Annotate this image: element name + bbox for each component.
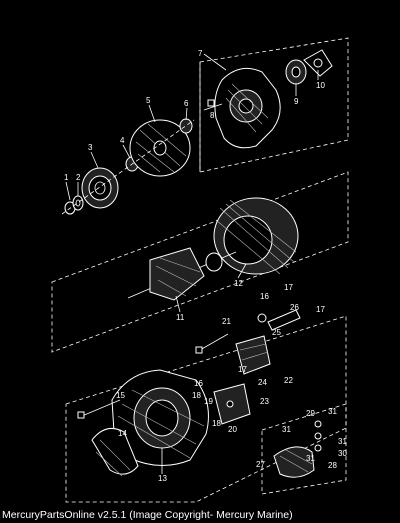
callout-8: 8 (210, 111, 215, 120)
leader-lines (65, 53, 319, 474)
callout-31c: 31 (338, 437, 347, 446)
part-14-shield[interactable] (91, 427, 139, 477)
shaft-axis-line-top (61, 119, 195, 215)
callout-25: 25 (272, 328, 281, 337)
callout-23: 23 (260, 397, 269, 406)
part-27-regulator-cover[interactable] (273, 446, 315, 478)
callout-22: 22 (284, 376, 293, 385)
part-13-rear-housing[interactable] (111, 369, 209, 466)
callout-5: 5 (146, 96, 151, 105)
callout-3: 3 (88, 143, 93, 152)
part-8-screw[interactable] (203, 99, 223, 111)
callout-31b: 31 (282, 425, 291, 434)
callout-26: 26 (290, 303, 299, 312)
parts-29-31-hardware[interactable] (261, 403, 347, 495)
callout-21: 21 (222, 317, 231, 326)
callout-20: 20 (228, 425, 237, 434)
callout-15: 15 (116, 391, 125, 400)
callout-24: 24 (258, 378, 267, 387)
part-2-washer[interactable] (72, 195, 84, 211)
callout-18b: 18 (212, 419, 221, 428)
part-6-spacer[interactable] (179, 118, 193, 134)
callout-12: 12 (234, 279, 243, 288)
callout-31a: 31 (328, 407, 337, 416)
callout-11: 11 (176, 313, 185, 322)
callout-2: 2 (76, 173, 81, 182)
part-12-stator[interactable] (213, 197, 299, 275)
part-23-rectifier[interactable] (213, 383, 251, 425)
front-housing-panel (199, 37, 349, 173)
part-10-retainer-plate[interactable] (303, 49, 333, 77)
callout-28: 28 (328, 461, 337, 470)
callout-17c: 17 (238, 365, 247, 374)
part-25-26-bracket[interactable] (257, 309, 301, 331)
part-9-bearing[interactable] (285, 59, 307, 85)
part-5-fan[interactable] (129, 119, 191, 177)
part-7-front-housing[interactable] (214, 67, 281, 149)
callout-19: 19 (204, 397, 213, 406)
callout-27: 27 (256, 460, 265, 469)
part-11-rotor[interactable] (127, 247, 237, 301)
callout-16b: 16 (194, 379, 203, 388)
part-22-regulator[interactable] (235, 335, 271, 375)
callout-13: 13 (158, 474, 167, 483)
callout-17a: 17 (284, 283, 293, 292)
callout-1: 1 (64, 173, 69, 182)
callout-9: 9 (294, 97, 299, 106)
callout-31d: 31 (306, 454, 315, 463)
callout-30: 30 (338, 449, 347, 458)
part-3-pulley[interactable] (81, 167, 119, 209)
callout-4: 4 (120, 136, 125, 145)
callout-18a: 18 (192, 391, 201, 400)
callout-6: 6 (184, 99, 189, 108)
callout-14: 14 (118, 429, 127, 438)
part-15-bolt[interactable] (77, 399, 121, 419)
callout-10: 10 (316, 81, 325, 90)
part-21-bolt[interactable] (195, 333, 229, 354)
image-copyright-footer: MercuryPartsOnline v2.5.1 (Image Copyrig… (2, 509, 293, 521)
callout-7: 7 (198, 49, 203, 58)
callout-17b: 17 (316, 305, 325, 314)
callout-16a: 16 (260, 292, 269, 301)
callout-labels: 1 2 3 4 5 6 7 8 9 10 11 12 13 14 15 16 1… (64, 49, 347, 483)
callout-29: 29 (306, 409, 315, 418)
